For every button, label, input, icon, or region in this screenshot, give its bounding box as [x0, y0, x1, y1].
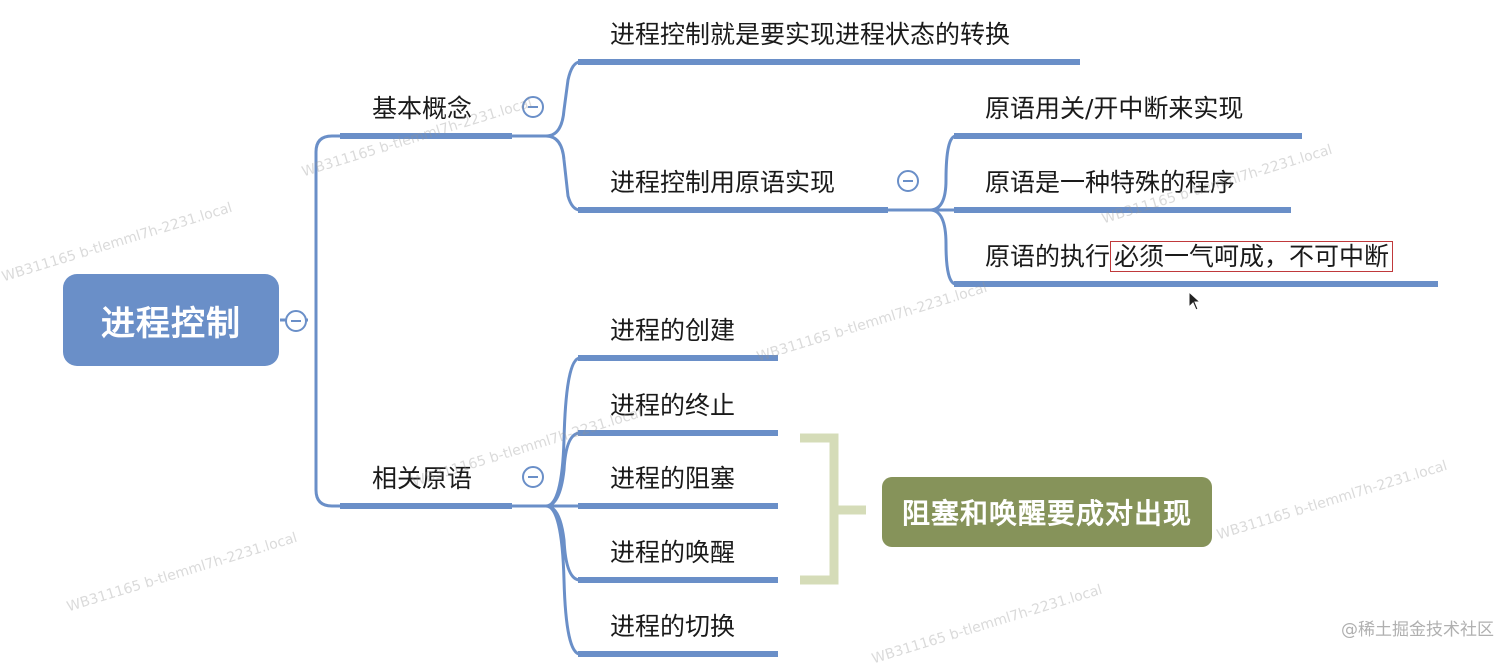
- node-create[interactable]: 进程的创建: [610, 316, 736, 345]
- underline: [954, 133, 1302, 139]
- node-state-transition[interactable]: 进程控制就是要实现进程状态的转换: [610, 20, 1011, 49]
- root-node[interactable]: 进程控制: [63, 274, 279, 366]
- underline: [340, 133, 512, 139]
- collapse-basic-concepts-icon[interactable]: [522, 96, 544, 118]
- mouse-cursor-icon: [1188, 291, 1202, 311]
- node-primitive-impl[interactable]: 进程控制用原语实现: [610, 168, 836, 197]
- credit-text: @稀土掘金技术社区: [1341, 620, 1494, 640]
- note-block-wakeup-pair[interactable]: 阻塞和唤醒要成对出现: [882, 477, 1212, 547]
- atomic-execution-text: 原语的执行: [985, 242, 1111, 271]
- connector-primitive-impl: [888, 134, 957, 286]
- node-special-program[interactable]: 原语是一种特殊的程序: [985, 168, 1236, 197]
- underline: [578, 355, 778, 361]
- underline: [578, 430, 778, 436]
- collapse-related-primitives-icon[interactable]: [522, 466, 544, 488]
- node-interrupt-switch[interactable]: 原语用关/开中断来实现: [985, 94, 1244, 123]
- underline: [954, 281, 1438, 287]
- connector-related-primitives: [512, 356, 581, 656]
- underline: [578, 577, 778, 583]
- highlight-box: 必须一气呵成，不可中断: [1110, 241, 1394, 272]
- node-terminate[interactable]: 进程的终止: [610, 391, 736, 420]
- underline: [340, 503, 512, 509]
- collapse-root-icon[interactable]: [285, 310, 307, 332]
- node-block[interactable]: 进程的阻塞: [610, 464, 736, 493]
- collapse-primitive-impl-icon[interactable]: [897, 170, 919, 192]
- node-atomic-execution[interactable]: 原语的执行必须一气呵成，不可中断: [985, 241, 1394, 272]
- underline: [954, 207, 1291, 213]
- branch-related-primitives[interactable]: 相关原语: [372, 464, 473, 493]
- underline: [578, 59, 1080, 65]
- branch-basic-concepts[interactable]: 基本概念: [372, 94, 473, 123]
- connector-basic-concepts: [512, 60, 581, 212]
- underline: [578, 651, 778, 657]
- node-switch[interactable]: 进程的切换: [610, 612, 736, 641]
- underline: [578, 503, 778, 509]
- pair-bracket: [800, 433, 866, 585]
- node-wakeup[interactable]: 进程的唤醒: [610, 538, 736, 567]
- underline: [578, 207, 888, 213]
